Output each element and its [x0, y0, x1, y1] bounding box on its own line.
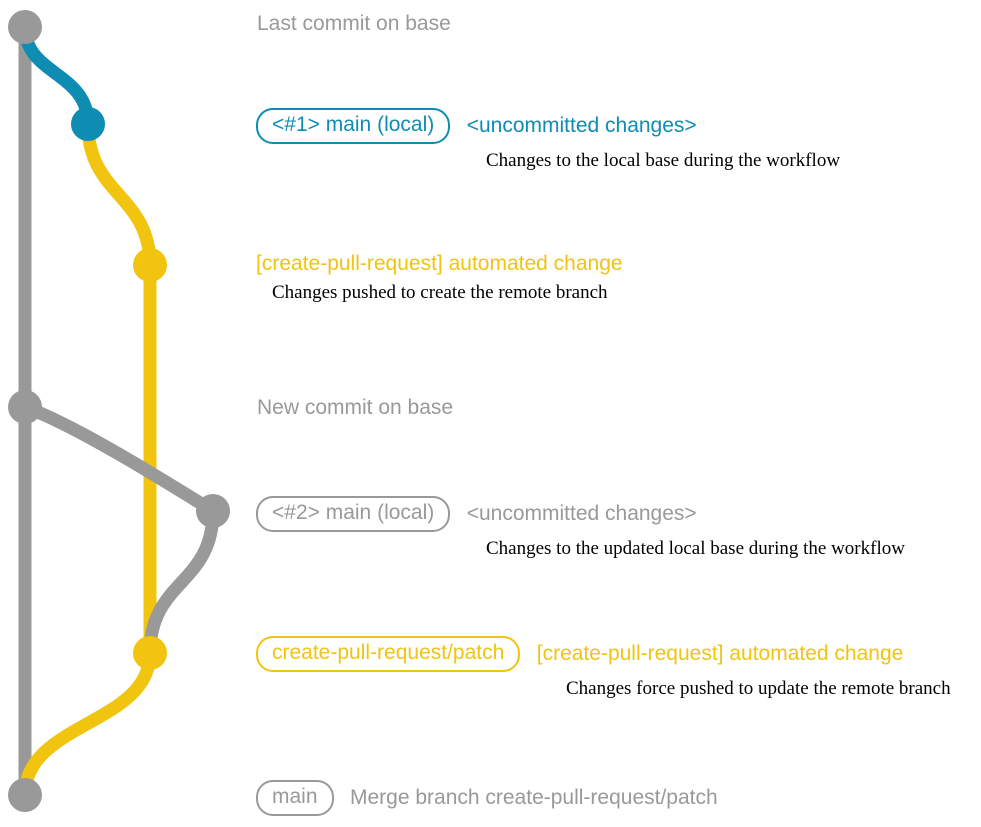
commit-subject: <uncommitted changes> — [466, 502, 697, 525]
edge-base2-to-local2 — [18, 400, 220, 518]
commit-note: Changes pushed to create the remote bran… — [272, 282, 608, 303]
row-uncommitted-2: <#2> main (local) <uncommitted changes> … — [256, 496, 905, 560]
commit-subject: New commit on base — [257, 396, 454, 419]
edge-base-to-local1 — [18, 20, 95, 131]
commit-node-patch-2[interactable] — [133, 636, 167, 670]
commit-note: Changes to the updated local base during… — [486, 538, 905, 559]
commit-nodes — [8, 10, 230, 812]
row-last-commit-on-base: Last commit on base — [257, 12, 451, 36]
commit-node-base-last[interactable] — [8, 10, 42, 44]
ref-badge-main-local-1[interactable]: <#1> main (local) — [256, 108, 451, 144]
commit-note: Changes force pushed to update the remot… — [566, 678, 951, 699]
ref-badge-create-pull-request-patch[interactable]: create-pull-request/patch — [256, 636, 521, 672]
edge-local1-to-patch1 — [81, 117, 157, 272]
commit-subject: [create-pull-request] automated change — [536, 642, 904, 665]
commit-subject: Merge branch create-pull-request/patch — [349, 786, 718, 809]
commit-node-merge[interactable] — [8, 778, 42, 812]
commit-subject: <uncommitted changes> — [466, 114, 697, 137]
edge-local2-to-patch2 — [143, 504, 220, 660]
commit-node-patch-1[interactable] — [133, 248, 167, 282]
commit-note: Changes to the local base during the wor… — [486, 150, 841, 171]
ref-badge-main-local-2[interactable]: <#2> main (local) — [256, 496, 451, 532]
edge-patch2-to-merge — [18, 646, 157, 802]
commit-node-local-2[interactable] — [196, 494, 230, 528]
ref-badge-main[interactable]: main — [256, 780, 334, 816]
row-automated-change-2: create-pull-request/patch [create-pull-r… — [256, 636, 951, 700]
commit-node-local-1[interactable] — [71, 107, 105, 141]
row-automated-change-1: [create-pull-request] automated change C… — [256, 252, 623, 304]
row-uncommitted-1: <#1> main (local) <uncommitted changes> … — [256, 108, 840, 172]
row-new-commit-on-base: New commit on base — [257, 396, 453, 420]
commit-subject: [create-pull-request] automated change — [256, 252, 623, 275]
commit-node-base-new[interactable] — [8, 390, 42, 424]
row-merge: main Merge branch create-pull-request/pa… — [256, 780, 718, 816]
commit-subject: Last commit on base — [257, 12, 451, 35]
